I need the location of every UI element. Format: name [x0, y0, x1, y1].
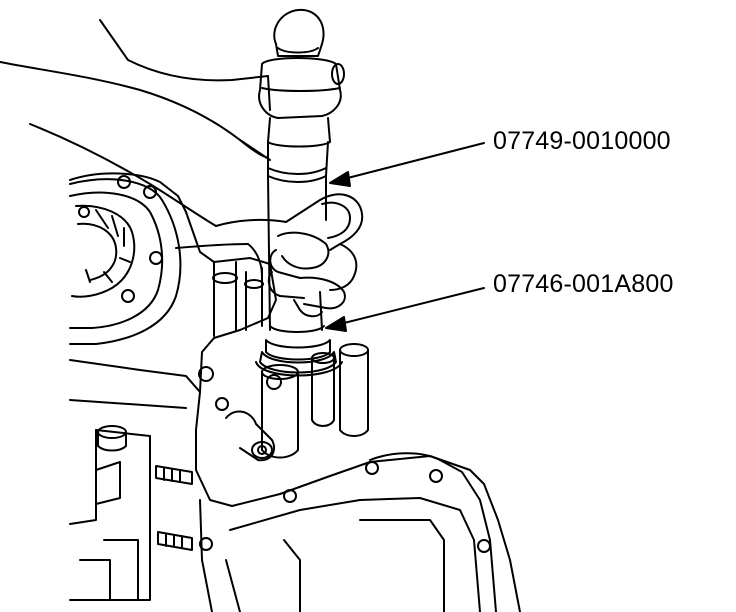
leader-lines: [325, 142, 485, 332]
technician-arms: [0, 19, 364, 318]
leader-line-attachment: [327, 287, 485, 328]
transmission-housing: [69, 172, 521, 612]
arrowhead-handle: [329, 171, 351, 187]
driver-attachment: [255, 325, 343, 377]
hammer: [258, 8, 345, 148]
leader-line-handle: [331, 142, 485, 183]
arrowhead-attachment: [325, 316, 347, 332]
driver-handle-tool: [267, 141, 329, 331]
part-number-label-attachment: 07746-001A800: [493, 270, 674, 298]
part-number-label-driver-handle: 07749-0010000: [493, 127, 671, 155]
